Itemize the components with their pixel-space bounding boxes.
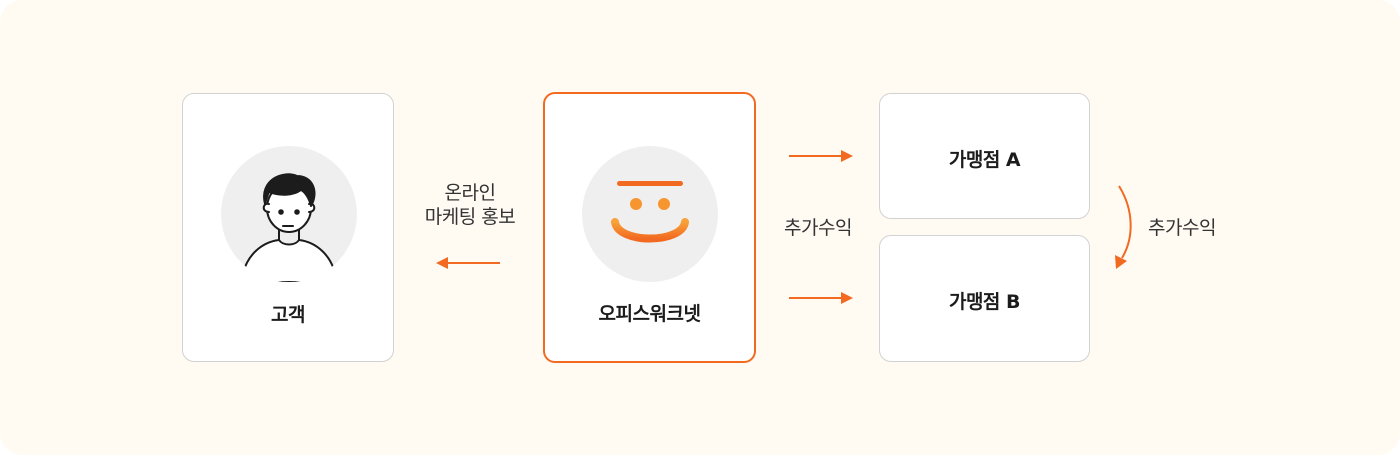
- revenue-label-left: 추가수익: [784, 217, 852, 239]
- franchise-b-label: 가맹점 B: [948, 291, 1021, 313]
- franchise-a-card: 가맹점 A: [879, 93, 1090, 219]
- customer-label: 고객: [271, 304, 305, 326]
- customer-card: 고객: [182, 93, 394, 362]
- arrow-to-customer: [436, 257, 500, 269]
- person-icon: [240, 173, 338, 282]
- marketing-label: 온라인 마케팅 홍보: [410, 181, 530, 229]
- customer-avatar: [221, 146, 357, 282]
- marketing-line1: 온라인: [444, 182, 496, 204]
- marketing-line2: 마케팅 홍보: [424, 206, 516, 228]
- arrow-to-franchise-a: [789, 150, 853, 162]
- office-logo-circle: [582, 146, 718, 282]
- office-label: 오피스워크넷: [598, 303, 701, 325]
- franchise-b-card: 가맹점 B: [879, 235, 1090, 362]
- curved-arrow-a-to-b: [1115, 185, 1132, 269]
- franchise-a-label: 가맹점 A: [948, 149, 1021, 171]
- arrow-to-franchise-b: [789, 292, 853, 304]
- office-card: 오피스워크넷: [543, 92, 756, 363]
- smile-logo-icon: [611, 181, 689, 243]
- revenue-label-right: 추가수익: [1148, 217, 1216, 239]
